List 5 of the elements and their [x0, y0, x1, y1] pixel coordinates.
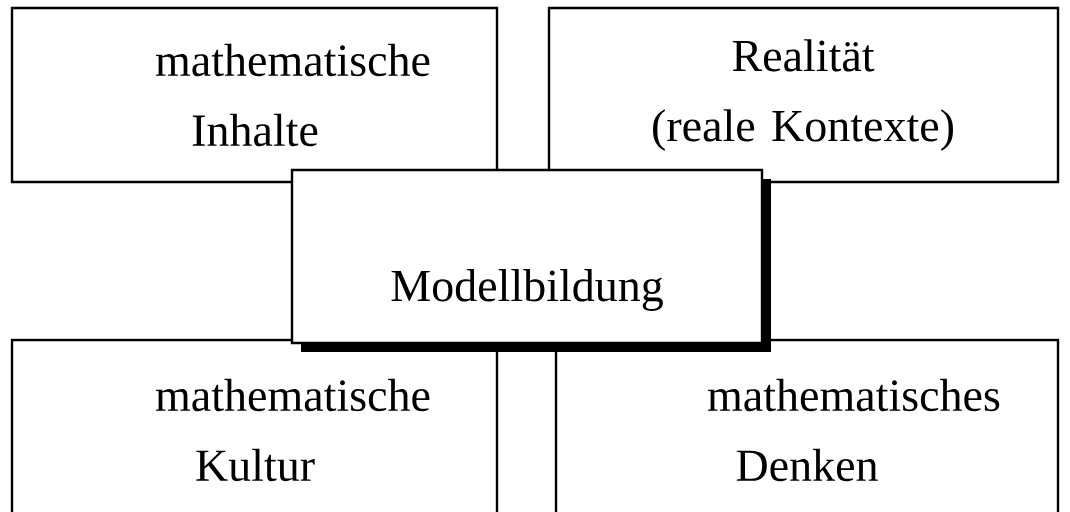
- text-box: mathematische Inhalte: [10, 6, 499, 184]
- text-box: Realität (reale Kontexte): [547, 6, 1060, 184]
- shadowed-box: Modellbildung: [290, 168, 771, 352]
- text-box: mathematisches Denken: [554, 338, 1060, 512]
- text-box: mathematische Kultur: [10, 338, 499, 512]
